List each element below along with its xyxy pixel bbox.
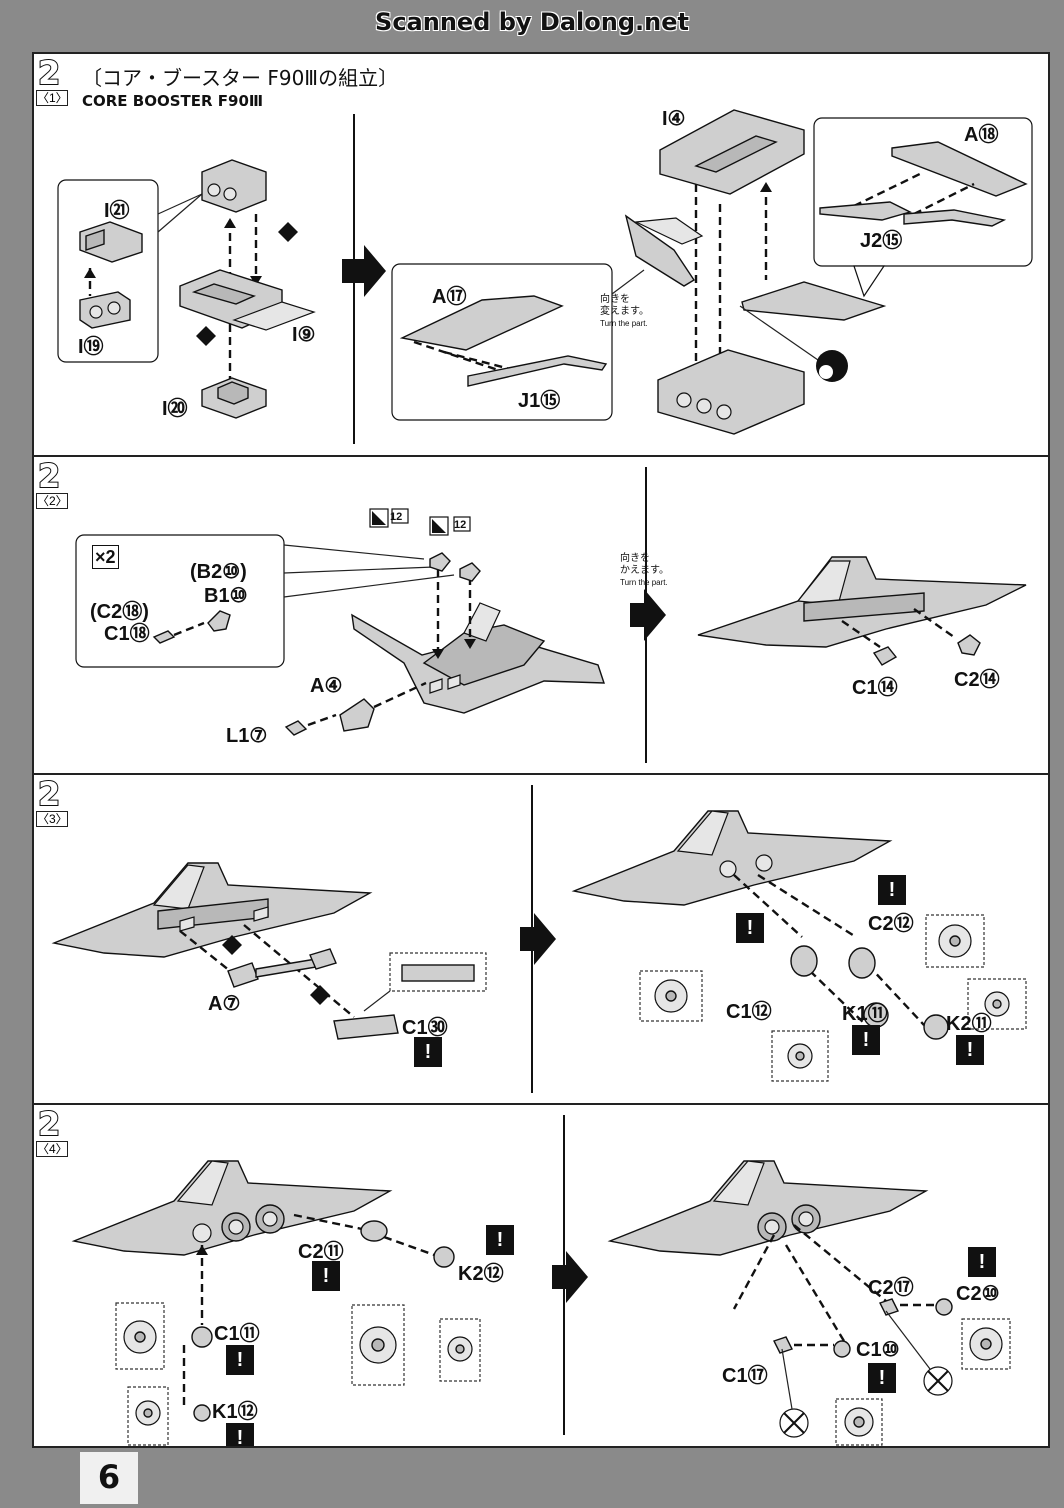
decal-number: 12 (390, 511, 403, 523)
part-label-j1-15: J1⑮ (518, 390, 561, 412)
step-2-1-panel: 2 〈1〉 〔コア・ブースター F90Ⅲの組立〕 CORE BOOSTER F9… (34, 54, 1048, 457)
part-label-i19: I⑲ (78, 336, 104, 358)
warning-icon: ! (868, 1363, 896, 1393)
instruction-sheet: 2 〈1〉 〔コア・ブースター F90Ⅲの組立〕 CORE BOOSTER F9… (32, 52, 1050, 1448)
step-number: 2 (37, 457, 61, 495)
step-2-3-panel: 2 〈3〉 (34, 775, 1048, 1105)
part-label-c2-10: C2⑩ (956, 1283, 1000, 1305)
part-label-c1-12: C1⑫ (726, 1001, 772, 1023)
part-label-c1-18: C1⑱ (104, 623, 150, 645)
warning-icon: ! (736, 913, 764, 943)
part-label-i20: I⑳ (162, 398, 188, 420)
scan-credit: Scanned by Dalong.net (375, 8, 689, 36)
part-label-c2-18: (C2⑱) (90, 601, 149, 623)
step-title-en: CORE BOOSTER F90Ⅲ (82, 92, 264, 110)
part-label-i4: I④ (662, 108, 686, 130)
step-2-1-diagram (57, 109, 1033, 444)
part-label-j2-15: J2⑮ (860, 230, 903, 252)
part-label-b2-10: (B2⑩) (190, 561, 247, 583)
part-label-a17: A⑰ (432, 286, 467, 308)
part-label-k2-11: K2⑪ (946, 1013, 992, 1035)
part-label-k2-12: K2⑫ (458, 1263, 504, 1285)
part-label-c1-14: C1⑭ (852, 677, 898, 699)
warning-icon: ! (968, 1247, 996, 1277)
step-title-jp: 〔コア・ブースター F90Ⅲの組立〕 (82, 66, 399, 90)
quantity-badge: ×2 (92, 545, 119, 569)
page-number: 6 (80, 1452, 138, 1504)
substep-label: 〈4〉 (36, 1141, 68, 1157)
part-label-c1-17: C1⑰ (722, 1365, 768, 1387)
part-label-c1-10: C1⑩ (856, 1339, 900, 1361)
warning-icon: ! (312, 1261, 340, 1291)
part-label-k1-11: K1⑪ (842, 1003, 888, 1025)
part-label-a18: A⑱ (964, 124, 999, 146)
decal-number: 12 (454, 519, 467, 531)
step-2-2-diagram (75, 467, 1027, 763)
step-2-4-diagram (71, 1115, 1011, 1446)
part-label-a4: A④ (310, 675, 343, 697)
step-2-3-diagram (51, 785, 1027, 1093)
part-label-c2-17: C2⑰ (868, 1277, 914, 1299)
step-number: 2 (37, 54, 61, 92)
part-label-i21: I㉑ (104, 200, 130, 222)
part-label-l1-7: L1⑦ (226, 725, 268, 747)
warning-icon: ! (226, 1345, 254, 1375)
part-label-i9: I⑨ (292, 324, 316, 346)
turn-part-note: 向きを変えます。Turn the part. (600, 294, 649, 328)
step-2-4-panel: 2 〈4〉 (34, 1105, 1048, 1446)
part-label-b1-10: B1⑩ (204, 585, 248, 607)
warning-icon: ! (878, 875, 906, 905)
turn-part-note: 向きをかえます。Turn the part. (620, 553, 669, 587)
part-label-c1-30: C1㉚ (402, 1017, 448, 1039)
warning-icon: ! (956, 1035, 984, 1065)
part-label-c2-14: C2⑭ (954, 669, 1000, 691)
part-label-c2-12: C2⑫ (868, 913, 914, 935)
part-label-c1-11: C1⑪ (214, 1323, 260, 1345)
step-number: 2 (37, 775, 61, 813)
step-number: 2 (37, 1105, 61, 1143)
step-2-2-panel: 2 〈2〉 (34, 457, 1048, 775)
warning-icon: ! (414, 1037, 442, 1067)
part-label-k1-12: K1⑫ (212, 1401, 258, 1423)
substep-label: 〈1〉 (36, 90, 68, 106)
part-label-c2-11: C2⑪ (298, 1241, 344, 1263)
part-label-a7: A⑦ (208, 993, 241, 1015)
warning-icon: ! (486, 1225, 514, 1255)
substep-label: 〈3〉 (36, 811, 68, 827)
warning-icon: ! (226, 1423, 254, 1446)
substep-label: 〈2〉 (36, 493, 68, 509)
warning-icon: ! (852, 1025, 880, 1055)
